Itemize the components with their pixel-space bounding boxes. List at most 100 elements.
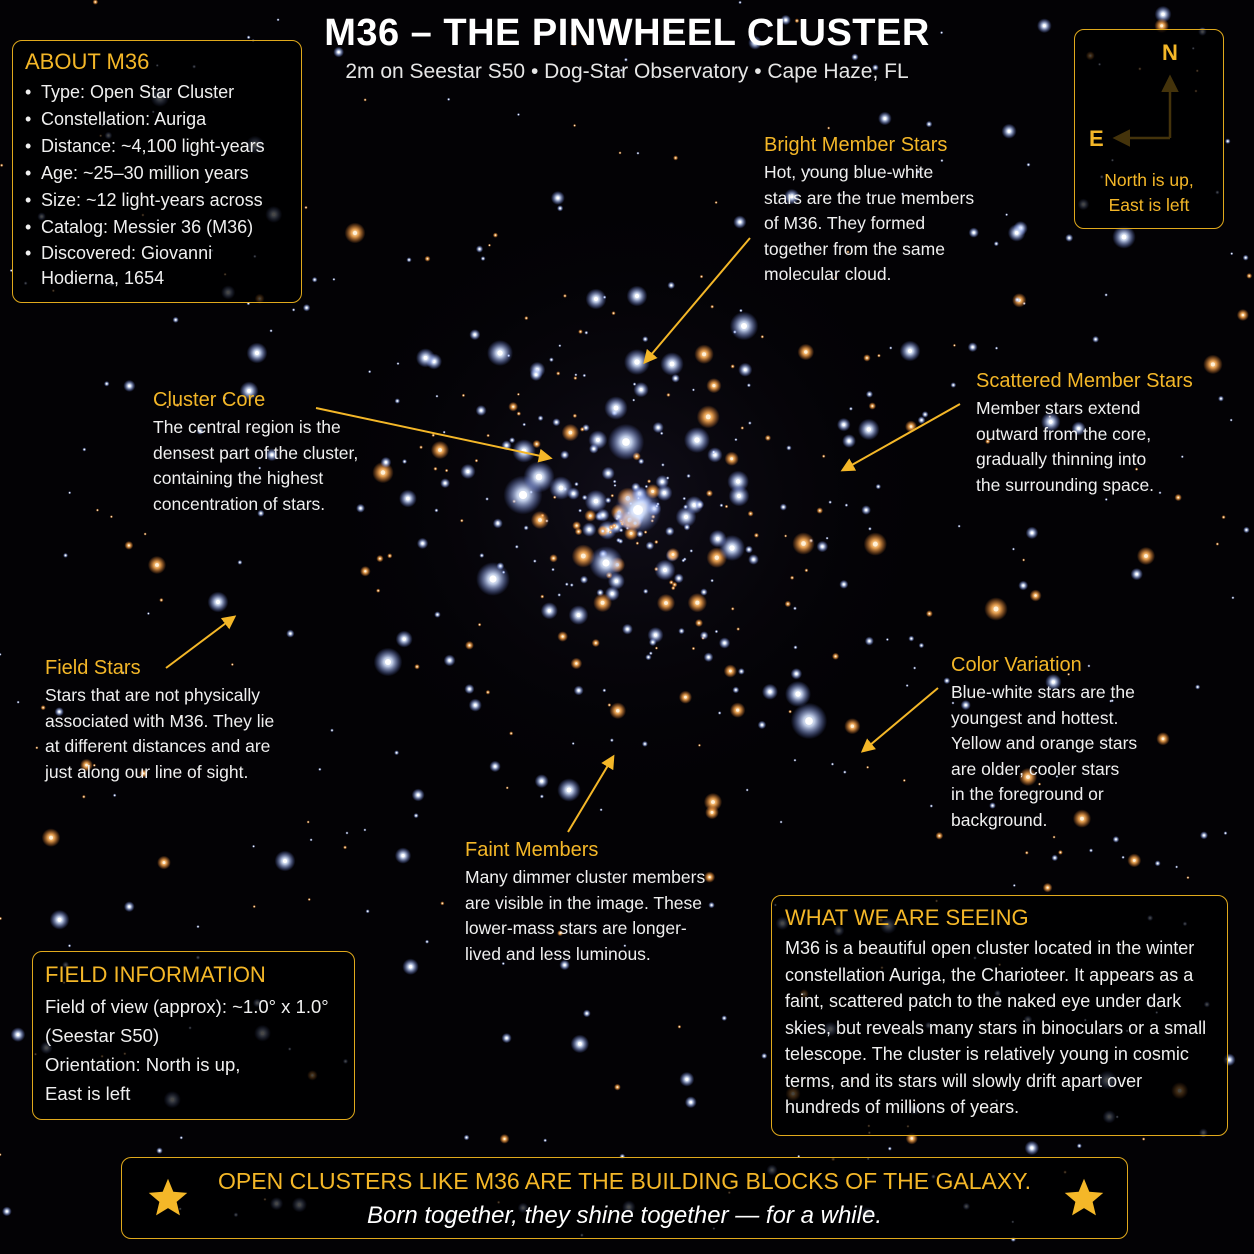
star-core — [505, 444, 508, 447]
star-core — [176, 404, 179, 406]
star-core — [305, 206, 307, 209]
star-core — [559, 207, 561, 209]
star-core — [740, 322, 748, 330]
star-core — [616, 1086, 619, 1088]
star-core — [535, 443, 538, 445]
arrow-bright-members — [643, 237, 751, 365]
star-core — [535, 473, 543, 481]
star-core — [494, 234, 497, 236]
star-core — [689, 1100, 693, 1104]
star-core — [692, 647, 695, 650]
star-core — [723, 1017, 725, 1019]
star-core — [64, 554, 67, 556]
star-core — [798, 1155, 800, 1157]
seeing-line: hundreds of millions of years. — [785, 1097, 1020, 1117]
field-info-line: (Seestar S50) — [45, 1025, 160, 1046]
star-core — [620, 540, 622, 542]
star-core — [592, 447, 595, 450]
star-core — [872, 541, 878, 547]
star-core — [633, 383, 636, 385]
star-core — [270, 330, 272, 332]
star-core — [589, 514, 592, 518]
annotation-title: Cluster Core — [153, 389, 266, 411]
star-core — [889, 1148, 891, 1150]
star-core — [906, 684, 908, 687]
star-core — [364, 99, 366, 101]
star-core — [421, 542, 424, 545]
star-core — [486, 498, 488, 500]
star-core — [523, 423, 525, 426]
star-core — [723, 641, 726, 645]
annotation-text: Hot, young blue-white stars are the true… — [764, 160, 1024, 288]
annotation-line: in the foreground or — [951, 784, 1104, 804]
annotation-line: Many dimmer cluster members — [465, 867, 706, 887]
star-core — [819, 509, 821, 512]
star-core — [293, 309, 295, 311]
star-core — [0, 917, 1, 920]
seeing-line: skies, but reveals many stars in binocul… — [785, 1017, 1207, 1038]
about-item: Discovered: Giovanni Hodierna, 1654 — [25, 241, 289, 291]
annotation-line: concentration of stars. — [153, 493, 326, 514]
star-core — [694, 437, 700, 443]
star-core — [559, 932, 561, 934]
star-core — [180, 1137, 182, 1139]
star-core — [711, 580, 713, 582]
compass-note-line: North is up, — [1104, 170, 1194, 190]
star-core — [93, 764, 95, 766]
star-core — [834, 655, 837, 658]
star-core — [106, 383, 108, 385]
star-core — [877, 485, 879, 488]
star-core — [563, 963, 566, 967]
star-core — [1048, 419, 1053, 424]
star-core — [987, 440, 989, 443]
star-core — [952, 702, 954, 704]
about-item: Constellation: Auriga — [25, 106, 289, 133]
star-core — [42, 707, 44, 709]
star-core — [436, 395, 438, 397]
star-core — [1034, 594, 1037, 597]
star-core — [352, 230, 358, 236]
star-core — [767, 437, 769, 439]
annotation-line: Yellow and orange stars — [951, 733, 1138, 753]
star-core — [575, 374, 577, 376]
arrow-color-variation — [860, 687, 939, 753]
star-core — [711, 800, 715, 804]
star-core — [1245, 257, 1247, 259]
star-core — [481, 554, 483, 557]
star-core — [58, 710, 61, 713]
star-core — [1006, 214, 1008, 216]
star-core — [602, 559, 610, 567]
star-core — [142, 772, 145, 775]
star-core — [625, 59, 627, 61]
star-core — [715, 630, 718, 633]
star-core — [674, 377, 677, 380]
star-core — [624, 40, 626, 42]
star-core — [579, 509, 581, 512]
about-title: ABOUT M36 — [25, 49, 150, 74]
star-core — [420, 446, 422, 448]
star-core — [670, 581, 672, 583]
star-core — [964, 703, 967, 707]
star-core — [698, 622, 700, 624]
star-core — [162, 861, 166, 865]
star-core — [1230, 419, 1232, 421]
star-core — [675, 157, 677, 159]
arrow-scattered-members — [840, 403, 961, 472]
star-core — [127, 544, 130, 547]
star-core — [512, 405, 515, 408]
star-core — [1038, 783, 1041, 785]
star-core — [310, 839, 312, 841]
star-core — [181, 717, 183, 719]
star-core — [683, 497, 685, 500]
star-core — [577, 1041, 582, 1046]
star-core — [715, 201, 717, 204]
about-item: Age: ~25–30 million years — [25, 160, 289, 187]
star-core — [0, 1154, 1, 1156]
star-core — [782, 506, 785, 508]
star-core — [785, 535, 787, 537]
star-core — [426, 258, 429, 260]
star-core — [167, 406, 169, 408]
star-core — [1046, 886, 1049, 889]
star-core — [621, 1155, 623, 1158]
star-core — [1053, 836, 1055, 838]
